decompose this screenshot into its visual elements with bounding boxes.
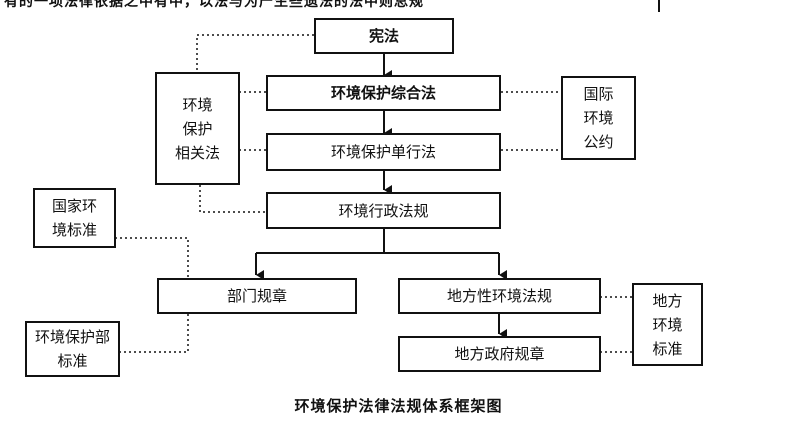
local-standards-line-1: 地方 — [652, 291, 683, 310]
single-law-box: 环境保护单行法 — [266, 133, 501, 171]
local-laws-label: 地方性环境法规 — [446, 287, 552, 305]
intl-conventions-line-1: 国际 — [583, 85, 614, 103]
dotted-constitution-related — [196, 34, 314, 72]
local-laws-box: 地方性环境法规 — [398, 278, 601, 314]
dept-rules-box: 部门规章 — [157, 278, 357, 314]
national-standards-line-2: 境标准 — [51, 221, 97, 239]
related-laws-box: 环境 保护 相关法 — [155, 72, 240, 185]
local-standards-box: 地方 环境 标准 — [632, 283, 703, 366]
related-laws-line-2: 保护 — [182, 119, 213, 138]
related-laws-line-1: 环境 — [182, 95, 213, 114]
dotted-related-admin — [199, 185, 266, 213]
top-text: 有的一项法律依据之中有中，以法与为产生些遗法的法中则总规 — [4, 0, 424, 10]
constitution-label: 宪法 — [368, 27, 399, 45]
dotted-national-dept — [115, 237, 189, 278]
comprehensive-law-box: 环境保护综合法 — [266, 75, 501, 111]
local-gov-rules-label: 地方政府规章 — [454, 345, 545, 363]
comprehensive-law-label: 环境保护综合法 — [330, 84, 436, 102]
admin-regulation-label: 环境行政法规 — [338, 201, 429, 220]
admin-regulation-box: 环境行政法规 — [266, 192, 501, 229]
intl-conventions-line-3: 公约 — [583, 133, 614, 151]
local-standards-line-2: 环境 — [652, 315, 683, 334]
local-standards-line-3: 标准 — [652, 339, 683, 358]
single-law-label: 环境保护单行法 — [330, 143, 436, 161]
top-cropped-text: 有的一项法律依据之中有中，以法与为产生些遗法的法中则总规 — [0, 0, 660, 10]
national-standards-line-1: 国家环 — [51, 197, 97, 215]
dept-standards-line-1: 环境保护部 — [34, 328, 110, 346]
local-gov-rules-box: 地方政府规章 — [398, 336, 601, 372]
dept-standards-line-2: 标准 — [57, 352, 88, 370]
dept-rules-label: 部门规章 — [226, 287, 287, 305]
dept-standards-box: 环境保护部 标准 — [25, 321, 120, 377]
intl-conventions-box: 国际 环境 公约 — [561, 76, 636, 160]
national-standards-box: 国家环 境标准 — [33, 188, 116, 248]
related-laws-line-3: 相关法 — [174, 143, 220, 162]
diagram-caption: 环境保护法律法规体系框架图 — [294, 397, 503, 415]
constitution-box: 宪法 — [314, 18, 454, 54]
dotted-deptstd-dept — [119, 313, 189, 353]
intl-conventions-line-2: 环境 — [583, 109, 614, 127]
top-right-bar — [658, 0, 660, 12]
